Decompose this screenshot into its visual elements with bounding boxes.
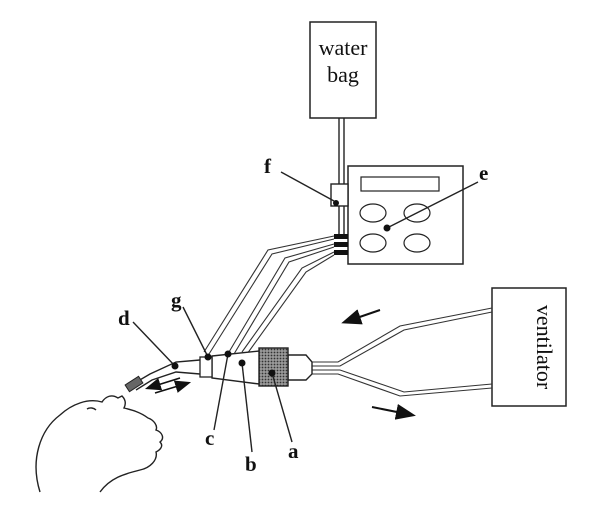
label-g: g [171,288,182,312]
water-bag-label-line1: water [319,35,369,60]
filter-f [330,183,349,234]
label-e: e [479,161,488,185]
label-leaders [132,171,479,453]
ventilator-box: ventilator [491,287,567,407]
circuit-body [124,347,313,393]
connector-block [334,250,348,255]
label-a: a [288,439,299,463]
controller-cables [203,235,335,355]
controller-unit-e [334,165,464,265]
controller-knob [359,233,387,253]
tube-connector [124,375,144,393]
component-g [199,356,213,378]
label-d: d [118,306,130,330]
patient-head [35,395,164,493]
flow-arrow-upper [341,309,381,325]
controller-knob [359,203,387,223]
water-supply-line [338,118,345,184]
water-bag-label-line2: bag [327,62,359,87]
connector-block [334,234,348,239]
breath-arrow-right [154,380,192,394]
component-b [211,350,260,385]
ventilator-tubing [312,307,493,397]
controller-knob [403,233,431,253]
controller-display [360,176,440,192]
label-f: f [264,154,272,178]
breath-arrow-left [144,377,181,391]
label-b: b [245,452,257,476]
label-c: c [205,426,214,450]
water-bag-box: water bag [309,21,377,119]
patient-eye [86,407,97,411]
flow-arrow-lower [371,404,416,420]
connector-block [334,242,348,247]
ventilator-label: ventilator [532,305,557,390]
